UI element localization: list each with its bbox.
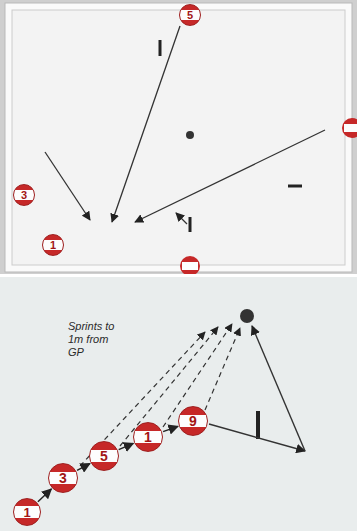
numbered-ball: 5: [89, 441, 119, 471]
cone-bar: [256, 411, 260, 439]
wall: [0, 0, 357, 274]
partial-ball-band: [182, 262, 198, 270]
board-surface: [12, 10, 345, 265]
run-arrow: [176, 213, 187, 224]
sequence-arrow: [77, 464, 90, 471]
numbered-ball: 5: [179, 4, 201, 26]
goal-marker: [186, 131, 194, 139]
sequence-arrow: [119, 443, 134, 449]
run-arrow: [45, 152, 90, 220]
ball-number: 5: [187, 10, 193, 21]
sprint-arrow: [205, 328, 240, 410]
board-surface: [0, 277, 357, 531]
divider: [0, 274, 357, 277]
ball-number: 3: [21, 190, 27, 201]
handwritten-note: Sprints to 1m from GP: [68, 320, 118, 360]
run-arrow: [209, 424, 305, 451]
ball-number: 1: [23, 506, 30, 519]
partial-ball: [180, 256, 200, 276]
numbered-ball: 1: [13, 498, 41, 526]
run-arrow: [112, 26, 180, 222]
ball-number: 5: [100, 449, 108, 463]
ball-number: 1: [50, 240, 56, 251]
ball-number: 1: [144, 430, 152, 444]
cone-bar: [159, 40, 162, 56]
ball-number: 9: [189, 414, 197, 428]
run-arrow: [135, 130, 325, 222]
numbered-ball: 3: [13, 184, 35, 206]
cone-bar: [288, 185, 302, 188]
numbered-ball: 9: [178, 406, 208, 436]
partial-ball: [342, 118, 357, 138]
sequence-arrow: [38, 489, 51, 502]
numbered-ball: 3: [48, 463, 78, 493]
board-frame: [5, 3, 352, 272]
cone-bar: [189, 217, 192, 232]
goal-marker: [240, 309, 254, 323]
sequence-arrow: [163, 426, 178, 431]
numbered-ball: 1: [133, 422, 163, 452]
numbered-ball: 1: [42, 234, 64, 256]
ball-number: 3: [59, 471, 67, 485]
run-arrow: [252, 326, 305, 451]
partial-ball-band: [344, 124, 357, 132]
